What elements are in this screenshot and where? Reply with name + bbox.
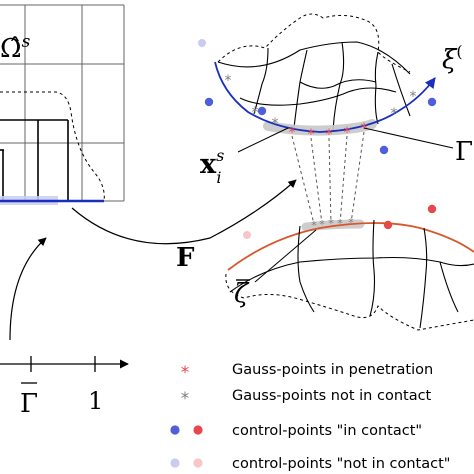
legend-item-penetration: Gauss-points in penetration — [232, 362, 433, 378]
gamma-bar-label: Γ — [455, 137, 473, 167]
gauss-point-star: * — [361, 121, 368, 137]
projected-point-star: * — [328, 217, 334, 230]
projected-point-star: * — [348, 216, 354, 229]
slave-mesh-lines — [217, 41, 411, 133]
gauss-point-star: * — [252, 105, 259, 121]
gauss-points-not-in-contact: * * * * * — [225, 73, 417, 132]
gauss-point-star: * — [308, 127, 315, 143]
gamma-tilde-axis — [0, 356, 129, 372]
legend-item-cp-in-contact: control-points "in contact" — [232, 423, 422, 439]
legend: * Gauss-points in penetration * Gauss-po… — [170, 362, 450, 472]
master-projected-points: * * * * * — [311, 216, 354, 232]
control-point-in-contact — [427, 97, 437, 107]
zeta-bar-leader — [254, 229, 317, 283]
gamma-bar-leader — [363, 127, 454, 149]
slave-boundary-curve — [214, 61, 436, 133]
gauss-points-in-penetration: * * * * * — [289, 121, 368, 143]
legend-marker-penetration-star: * — [181, 363, 190, 383]
control-points — [198, 39, 437, 239]
control-point-in-contact — [204, 97, 214, 107]
gauss-point-star: * — [225, 73, 232, 89]
control-point-not-in-contact — [243, 231, 251, 239]
control-point-not-in-contact — [198, 39, 206, 47]
mapping-arrow — [71, 179, 297, 245]
gauss-point-star: * — [391, 106, 398, 122]
parameter-dashed-boundary — [0, 91, 105, 202]
projection-lines — [291, 131, 365, 225]
x-i-s-leader — [237, 127, 289, 153]
legend-marker-cp-no-contact-blue — [170, 458, 180, 468]
master-body-outline — [225, 273, 474, 331]
omega-hat-label: Ω̂s — [0, 32, 31, 64]
legend-marker-cp-no-contact-red — [193, 458, 203, 468]
gauss-point-star: * — [410, 89, 417, 105]
axis-to-grid-arrow — [9, 237, 47, 341]
gamma-tilde-label: Γ — [20, 389, 38, 419]
control-point-in-contact — [427, 204, 437, 214]
legend-marker-not-in-contact-star: * — [181, 389, 190, 409]
gauss-point-star: * — [289, 125, 296, 141]
projected-point-star: * — [337, 217, 343, 230]
control-point-in-contact — [257, 106, 267, 116]
legend-item-cp-not-in-contact: control-points "not in contact" — [232, 456, 450, 472]
gauss-point-star: * — [326, 127, 333, 143]
xi-label: ξ( — [442, 42, 463, 75]
zeta-bar-label: ζ — [234, 279, 250, 309]
projected-point-star: * — [311, 219, 317, 232]
master-mesh-lines — [229, 219, 474, 329]
gauss-point-star: * — [272, 116, 279, 132]
master-boundary-curve — [227, 222, 474, 271]
mapping-f-label: F — [176, 243, 195, 273]
projected-point-star: * — [319, 218, 325, 231]
control-point-in-contact — [379, 145, 389, 155]
legend-item-not-in-contact: Gauss-points not in contact — [232, 388, 432, 404]
parameter-mapped-curves — [0, 119, 69, 201]
slave-body-outline — [217, 13, 411, 73]
legend-marker-cp-contact-blue — [170, 425, 180, 435]
control-point-in-contact — [383, 220, 393, 230]
gauss-point-star: * — [344, 125, 351, 141]
legend-marker-cp-contact-red — [193, 425, 203, 435]
axis-one-label: 1 — [88, 387, 103, 415]
